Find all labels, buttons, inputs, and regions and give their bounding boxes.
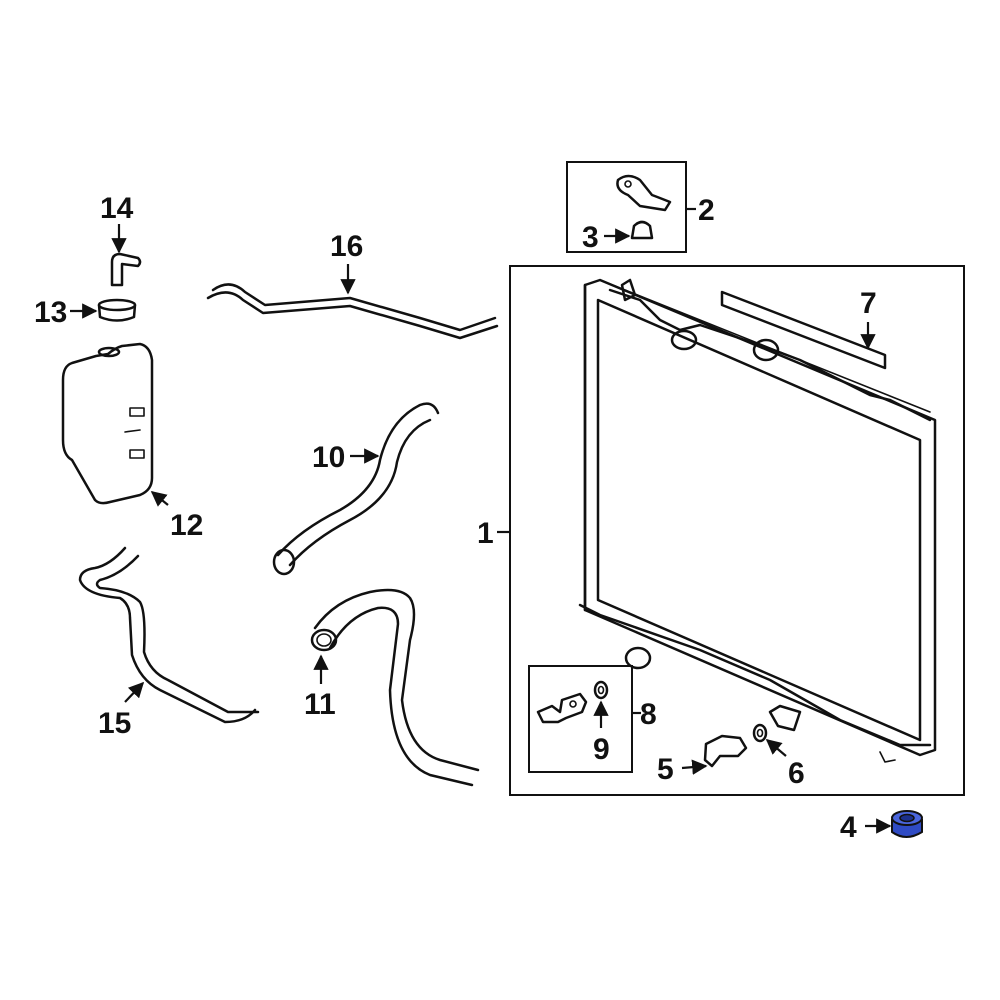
callout-9: 9 [593, 733, 610, 766]
part-8-drain-plug[interactable] [536, 692, 588, 724]
part-14-hose-fitting[interactable] [110, 252, 142, 287]
part-6-o-ring[interactable] [752, 723, 768, 743]
part-13-reservoir-cap[interactable] [97, 298, 137, 322]
leader-5 [681, 759, 708, 775]
group-box-bracket [566, 161, 687, 253]
callout-7: 7 [860, 287, 877, 320]
part-3-cushion[interactable] [630, 220, 654, 240]
part-11-lower-radiator-hose[interactable] [310, 588, 480, 787]
group-box-radiator [509, 265, 965, 796]
callout-13: 13 [34, 296, 67, 329]
part-9-washer[interactable] [593, 680, 609, 700]
part-15-reservoir-hose[interactable] [78, 546, 260, 724]
part-12-reservoir-tank[interactable] [61, 342, 154, 505]
part-16-bypass-hose[interactable] [206, 283, 499, 340]
leader-6 [765, 739, 787, 757]
callout-6: 6 [788, 757, 805, 790]
callout-5: 5 [657, 753, 674, 786]
callout-8: 8 [640, 698, 657, 731]
part-10-upper-radiator-hose[interactable] [272, 402, 440, 576]
callout-2: 2 [698, 194, 715, 227]
leader-12 [150, 491, 169, 507]
callout-4: 4 [840, 811, 857, 844]
callout-1: 1 [477, 517, 494, 550]
part-7-seal-strip[interactable] [720, 290, 887, 370]
callout-11: 11 [304, 688, 336, 721]
callout-14: 14 [100, 192, 134, 225]
callout-3: 3 [582, 221, 599, 254]
part-5-drain-cock[interactable] [703, 734, 748, 768]
callout-12: 12 [170, 509, 203, 542]
group-box-drain [528, 665, 633, 773]
part-2-bracket[interactable] [616, 174, 672, 212]
part-4-highlighted-cushion[interactable] [891, 810, 923, 838]
part-1-radiator[interactable] [578, 278, 937, 763]
callout-10: 10 [312, 441, 345, 474]
leader-15 [124, 681, 145, 703]
callout-16: 16 [330, 230, 363, 263]
callout-15: 15 [98, 707, 131, 740]
